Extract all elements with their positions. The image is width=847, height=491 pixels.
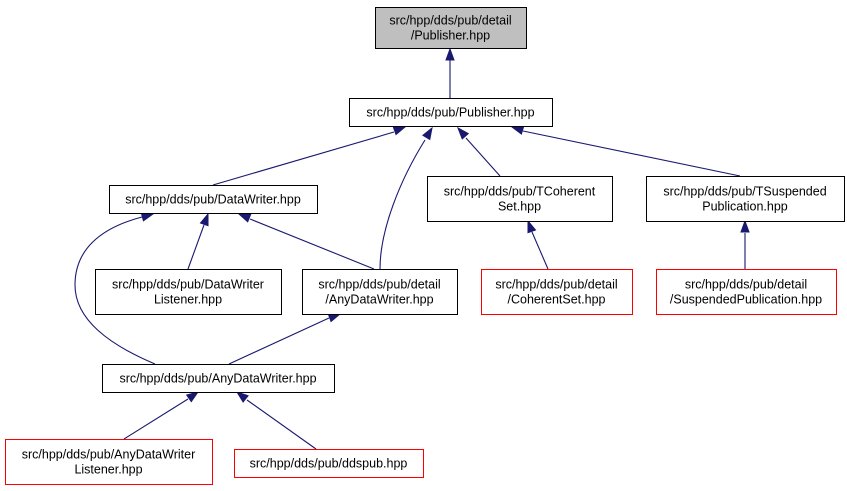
edge-arrowhead — [199, 212, 209, 227]
node-box — [5, 439, 213, 485]
node-box — [102, 364, 335, 393]
node-anydatawriterlistener[interactable]: src/hpp/dds/pub/AnyDataWriterListener.hp… — [5, 439, 213, 485]
node-box — [95, 269, 282, 315]
edge-arrowhead — [140, 212, 155, 222]
node-label-line: src/hpp/dds/pub/TCoherent — [444, 185, 596, 199]
edge-arrowhead — [510, 125, 525, 135]
edge-arrowhead — [392, 126, 407, 136]
node-box — [375, 7, 527, 49]
node-publisher[interactable]: src/hpp/dds/pub/Publisher.hpp — [349, 98, 553, 127]
node-label-line: src/hpp/dds/pub/detail — [318, 278, 440, 292]
node-label-line: src/hpp/dds/pub/detail — [389, 14, 511, 28]
node-label-line: /SuspendedPublication.hpp — [670, 293, 822, 307]
node-label-line: src/hpp/dds/pub/detail — [685, 278, 807, 292]
edge-line — [379, 139, 426, 270]
edge-line — [212, 131, 395, 186]
node-detail_publisher: src/hpp/dds/pub/detail/Publisher.hpp — [375, 7, 527, 49]
edge-tsuspended-to-publisher — [510, 125, 741, 177]
edge-arrowhead — [237, 213, 252, 223]
node-datawriter[interactable]: src/hpp/dds/pub/DataWriter.hpp — [109, 185, 318, 214]
edge-anydatawriterlistener-to-anydatawriter — [123, 391, 200, 440]
edge-arrowhead — [327, 313, 342, 323]
node-label-line: src/hpp/dds/pub/TSuspended — [663, 185, 826, 199]
node-anydatawriter[interactable]: src/hpp/dds/pub/AnyDataWriter.hpp — [102, 364, 335, 393]
edge-line — [531, 231, 549, 270]
node-label-line: /CoherentSet.hpp — [508, 293, 606, 307]
node-label-line: src/hpp/dds/pub/ddspub.hpp — [250, 457, 408, 471]
node-label-line: src/hpp/dds/pub/detail — [495, 278, 617, 292]
node-label-line: src/hpp/dds/pub/AnyDataWriter — [22, 448, 195, 462]
edge-detail_anydatawriter-to-publisher — [379, 126, 433, 270]
node-label-line: /AnyDataWriter.hpp — [325, 293, 433, 307]
node-label-line: Set.hpp — [498, 200, 541, 214]
edge-arrowhead — [527, 219, 537, 234]
node-box — [646, 176, 845, 222]
node-box — [349, 98, 553, 127]
node-label-line: src/hpp/dds/pub/Publisher.hpp — [366, 106, 534, 120]
node-label-line: src/hpp/dds/pub/AnyDataWriter.hpp — [119, 372, 316, 386]
edge-anydatawriter-to-detail_anydatawriter — [228, 313, 342, 365]
edge-line — [465, 137, 501, 177]
node-label-line: Listener.hpp — [154, 293, 222, 307]
edge-ddspub-to-anydatawriter — [235, 391, 317, 450]
edge-datawriter-to-publisher — [212, 126, 407, 186]
edge-detail_anydatawriter-to-datawriter — [237, 213, 375, 270]
edge-detail_coherentset-to-tcoherentset — [527, 219, 549, 270]
node-label-line: src/hpp/dds/pub/DataWriter.hpp — [125, 193, 301, 207]
node-detail_suspended[interactable]: src/hpp/dds/pub/detail/SuspendedPublicat… — [656, 269, 837, 315]
node-box — [656, 269, 837, 315]
node-box — [234, 449, 424, 478]
node-box — [109, 185, 318, 214]
node-detail_coherentset[interactable]: src/hpp/dds/pub/detail/CoherentSet.hpp — [481, 269, 633, 315]
node-box — [302, 269, 458, 315]
edge-arrowhead — [422, 126, 433, 141]
edge-detail_suspended-to-tsuspended — [740, 219, 750, 269]
edges-layer — [74, 47, 750, 450]
node-label-line: Publication.hpp — [702, 200, 788, 214]
edge-line — [522, 130, 741, 177]
nodes-layer: src/hpp/dds/pub/detail/Publisher.hppsrc/… — [5, 7, 845, 485]
node-box — [481, 269, 633, 315]
edge-arrowhead — [740, 219, 750, 233]
edge-arrowhead — [235, 391, 249, 403]
edge-publisher-to-detail_publisher — [445, 47, 455, 98]
edge-anydatawriter-to-datawriter — [74, 212, 156, 365]
edge-arrowhead — [185, 391, 200, 403]
edge-line — [187, 224, 205, 270]
node-label-line: Listener.hpp — [74, 463, 142, 477]
edge-tcoherentset-to-publisher — [457, 126, 501, 177]
node-ddspub[interactable]: src/hpp/dds/pub/ddspub.hpp — [234, 449, 424, 478]
edge-line — [249, 218, 375, 270]
node-box — [427, 176, 613, 222]
node-tsuspended[interactable]: src/hpp/dds/pub/TSuspendedPublication.hp… — [646, 176, 845, 222]
edge-arrowhead — [457, 126, 470, 140]
node-label-line: /Publisher.hpp — [411, 29, 490, 43]
edge-line — [228, 317, 330, 365]
node-detail_anydatawriter[interactable]: src/hpp/dds/pub/detail/AnyDataWriter.hpp — [302, 269, 458, 315]
edge-arrowhead — [445, 47, 455, 61]
edge-datawriterlistener-to-datawriter — [187, 212, 209, 270]
edge-line — [74, 216, 156, 365]
node-label-line: src/hpp/dds/pub/DataWriter — [112, 278, 264, 292]
edge-line — [246, 399, 317, 450]
edge-line — [123, 398, 189, 440]
